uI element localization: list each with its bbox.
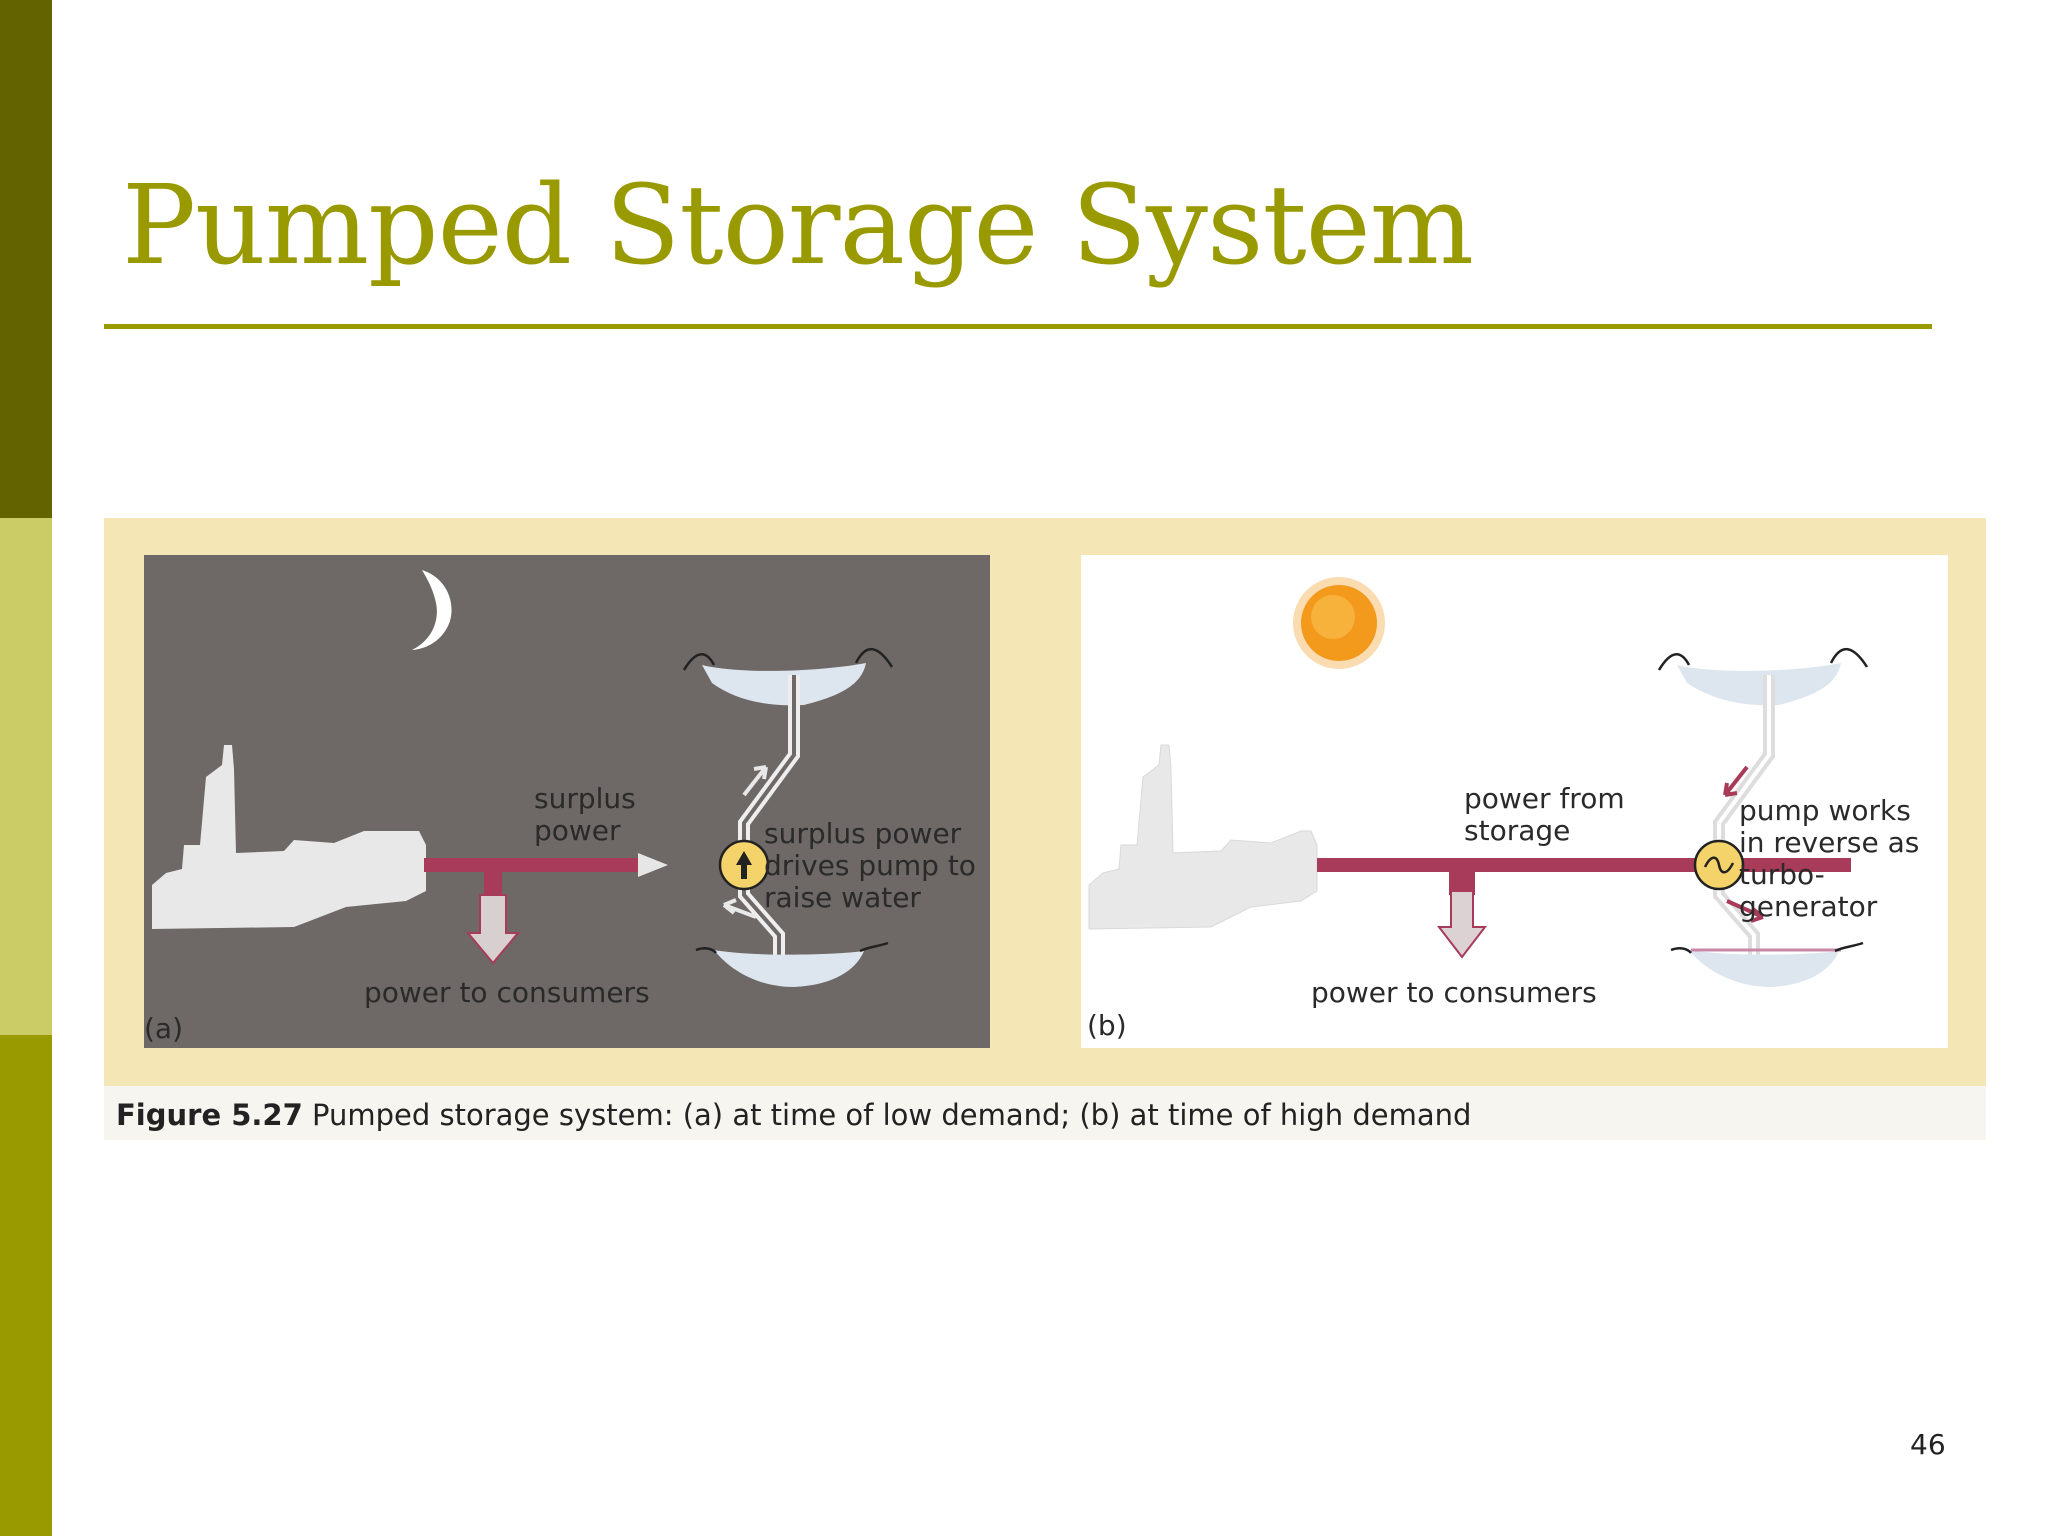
side-band-middle <box>0 518 52 1035</box>
side-band-top <box>0 0 52 518</box>
pump-note-label: surplus power drives pump to raise water <box>764 817 976 914</box>
slide-title: Pumped Storage System <box>122 161 1474 289</box>
flow-arrow-down-upper <box>1723 765 1749 797</box>
upper-reservoir <box>1677 663 1841 706</box>
side-band-bottom <box>0 1035 52 1536</box>
power-from-storage-label: power from storage <box>1464 782 1625 847</box>
panel-tag-a: (a) <box>144 1012 184 1045</box>
power-station <box>1088 744 1318 930</box>
consumers-label-a: power to consumers <box>364 976 650 1009</box>
lower-reservoir <box>714 950 864 987</box>
title-underline <box>104 324 1932 329</box>
surplus-power-line <box>424 858 638 872</box>
figure-caption-text: Pumped storage system: (a) at time of lo… <box>302 1098 1472 1132</box>
power-station <box>152 745 426 929</box>
panel-low-demand: surplus power surplus power drives pump … <box>144 555 990 1048</box>
panel-high-demand: power from storage pump works in reverse… <box>1081 555 1948 1048</box>
consumers-label-b: power to consumers <box>1311 976 1597 1009</box>
panel-a-drawing <box>152 570 894 987</box>
panel-b-drawing <box>1088 577 1869 987</box>
consumer-arrow <box>465 894 521 965</box>
panel-tag-b: (b) <box>1087 1009 1127 1042</box>
flow-arrow-up-lower <box>722 898 757 919</box>
sun-icon <box>1293 577 1385 669</box>
page-number: 46 <box>1910 1428 1946 1461</box>
flow-arrow-down-lower <box>1726 899 1765 923</box>
flow-arrow-up-upper <box>742 765 768 797</box>
figure-caption-label: Figure 5.27 <box>116 1098 303 1132</box>
lower-reservoir <box>1689 950 1839 987</box>
moon-icon <box>412 570 452 650</box>
surplus-power-label: surplus power <box>534 782 636 847</box>
consumer-power-line <box>1449 865 1475 895</box>
upper-reservoir <box>702 663 866 706</box>
consumer-power-line <box>484 865 502 903</box>
consumer-arrow <box>1436 890 1488 959</box>
figure-caption: Figure 5.27 Pumped storage system: (a) a… <box>116 1098 1471 1132</box>
surplus-power-arrowhead <box>638 853 668 877</box>
caption-strip <box>104 1086 1986 1140</box>
reverse-pump-note-label: pump works in reverse as turbo-generator <box>1739 794 1920 923</box>
